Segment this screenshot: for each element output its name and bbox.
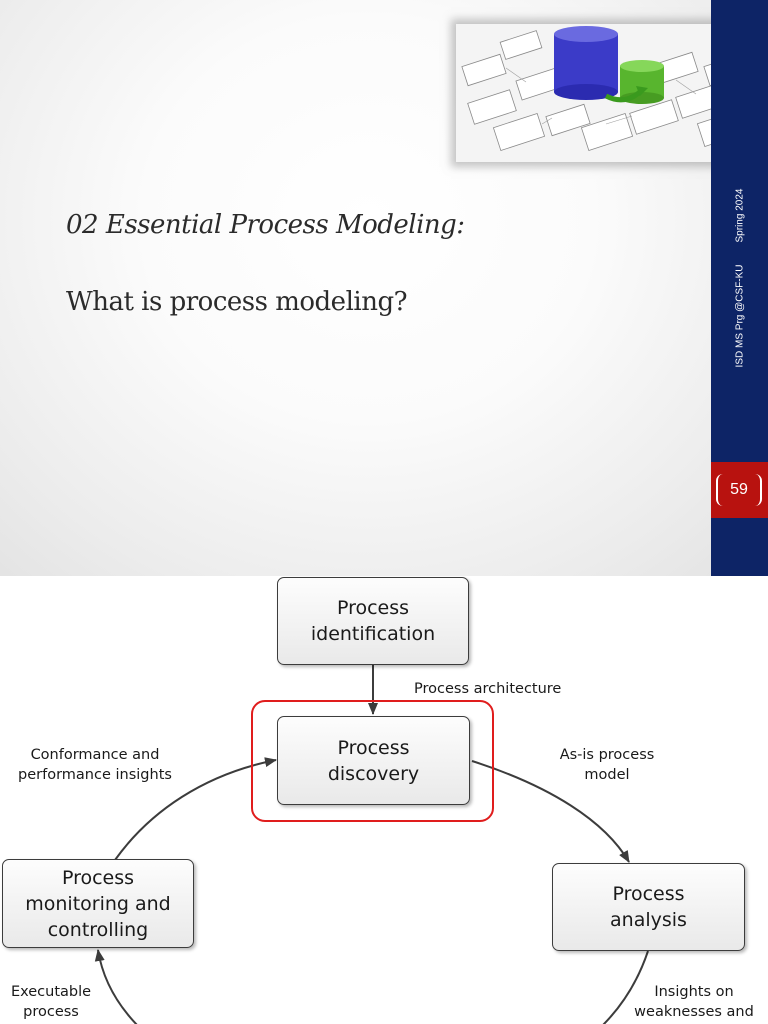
term-label: Spring 2024	[734, 188, 746, 243]
as-is-model-label: As-is process model	[559, 747, 655, 783]
conformance-insights-label: Conformance and performance insights	[18, 747, 172, 783]
slide-subheading: What is process modeling?	[66, 287, 408, 317]
arrow-executable-to-monitoring	[94, 949, 138, 1024]
weakness-insights-label: Insights on weaknesses and	[634, 984, 754, 1020]
process-monitoring-box: Process monitoring and controlling	[2, 859, 194, 948]
arrow-monitoring-to-discovery	[114, 757, 277, 861]
arrow-analysis-to-next	[602, 950, 649, 1024]
arrow-discovery-to-analysis	[471, 760, 630, 863]
process-analysis-box: Process analysis	[552, 863, 745, 951]
discovery-highlight	[251, 700, 494, 822]
process-lifecycle-diagram: Process identification Process discovery…	[0, 576, 768, 1024]
process-discovery-box: Process discovery	[277, 716, 470, 805]
executable-process-label: Executable process	[10, 984, 92, 1020]
process-architecture-label: Process architecture	[414, 681, 562, 697]
slide-heading: 02 Essential Process Modeling:	[66, 210, 465, 240]
diagram-connectors	[94, 665, 649, 1024]
sidebar-caption: ISD MS Prg @CSF-KU Spring 2024	[735, 189, 746, 368]
page-number-box	[711, 462, 768, 518]
process-identification-box: Process identification	[277, 577, 469, 665]
course-label: ISD MS Prg @CSF-KU	[734, 264, 746, 368]
slide: 02 Essential Process Modeling: What is p…	[0, 0, 768, 576]
page-number: 59	[716, 474, 762, 506]
